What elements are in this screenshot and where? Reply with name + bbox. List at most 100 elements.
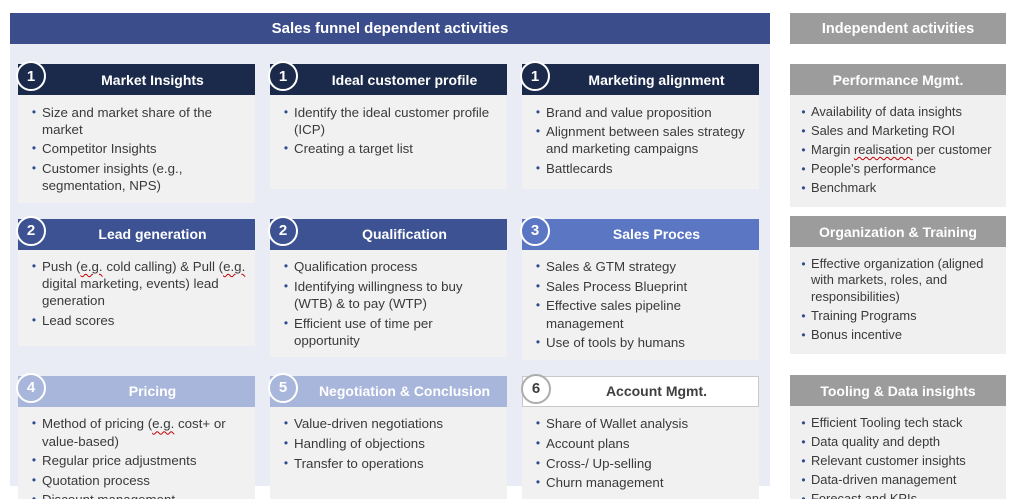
bullet-icon: •: [801, 181, 806, 196]
bullet-icon: •: [31, 453, 37, 468]
list-item: • Bonus incentive: [796, 327, 1002, 344]
activity-box-header: 6 Account Mgmt.: [521, 373, 759, 407]
list-item: • Qualification process: [278, 258, 501, 275]
activity-box: 2 Lead generation • Push (e.g. cold call…: [16, 215, 255, 346]
activity-item-list: • Qualification process • Identifying wi…: [278, 258, 501, 349]
list-item-text: Margin realisation per customer: [811, 141, 992, 157]
list-item: • Relevant customer insights: [796, 453, 1002, 470]
list-item: • Value-driven negotiations: [278, 415, 501, 432]
independent-panel: Independent activities Performance Mgmt.…: [790, 13, 1006, 499]
list-item-text: Effective organization (aligned with mar…: [811, 255, 984, 304]
bullet-icon: •: [283, 104, 289, 119]
list-item-text: Bonus incentive: [811, 327, 903, 343]
step-number-badge: 4: [16, 372, 46, 403]
list-item: • Handling of objections: [278, 435, 501, 452]
list-item-text: Sales and Marketing ROI: [811, 122, 956, 138]
list-item: • Competitor Insights: [26, 140, 249, 157]
bullet-icon: •: [535, 160, 541, 175]
list-item: • Churn management: [530, 474, 753, 491]
list-item-text: Efficient Tooling tech stack: [811, 414, 963, 430]
step-number-badge: 6: [521, 373, 551, 404]
funnel-panel-title: Sales funnel dependent activities: [271, 20, 509, 37]
list-item-text: Identifying willingness to buy (WTB) & t…: [294, 278, 463, 311]
list-item: • Battlecards: [530, 160, 753, 177]
list-item: • Quotation process: [26, 472, 249, 489]
independent-section-header: Performance Mgmt.: [790, 64, 1006, 95]
activity-box-title: Sales Proces: [612, 226, 701, 243]
bullet-icon: •: [801, 328, 806, 343]
step-number-badge: 5: [268, 372, 298, 403]
activity-item-list: • Identify the ideal customer profile (I…: [278, 104, 501, 158]
list-item: • Data-driven management: [796, 472, 1002, 489]
independent-sections: Performance Mgmt. • Availability of data…: [790, 64, 1006, 499]
activity-box-body: • Share of Wallet analysis • Account pla…: [522, 406, 759, 499]
list-item: • Size and market share of the market: [26, 104, 249, 138]
funnel-panel-banner: Sales funnel dependent activities: [10, 13, 770, 44]
bullet-icon: •: [283, 436, 289, 451]
bullet-icon: •: [796, 491, 811, 499]
activity-box-header: 3 Sales Proces: [520, 215, 759, 250]
bullet-icon: •: [535, 455, 541, 470]
activity-item-list: • Method of pricing (e.g. cost+ or value…: [26, 415, 249, 499]
bullet-icon: •: [801, 161, 806, 176]
activity-box-body: • Identify the ideal customer profile (I…: [270, 95, 507, 189]
bullet-icon: •: [801, 256, 806, 271]
bullet-icon: •: [31, 472, 37, 487]
activity-box: 4 Pricing • Method of pricing (e.g. cost…: [16, 372, 255, 499]
list-item-text: Availability of data insights: [811, 103, 962, 119]
bullet-icon: •: [535, 259, 541, 274]
list-item-text: Battlecards: [546, 160, 613, 176]
independent-section: Organization & Training • Effective orga…: [790, 216, 1006, 355]
list-item: • Customer insights (e.g., segmentation,…: [26, 160, 249, 194]
list-item: • Discount management: [26, 491, 249, 499]
list-item: • Method of pricing (e.g. cost+ or value…: [26, 415, 249, 449]
bullet-icon: •: [535, 104, 541, 119]
activity-box-title: Qualification: [362, 226, 447, 243]
bullet-icon: •: [801, 104, 806, 119]
list-item-text: Regular price adjustments: [42, 453, 197, 469]
bullet-icon: •: [801, 454, 806, 469]
step-number-badge: 2: [268, 215, 298, 246]
activity-box-body: • Brand and value proposition • Alignmen…: [522, 95, 759, 189]
spellcheck-underline: e.g.: [223, 259, 246, 275]
bullet-icon: •: [283, 259, 289, 274]
independent-panel-title: Independent activities: [821, 20, 975, 37]
list-item-text: Share of Wallet analysis: [546, 416, 689, 432]
independent-section: Tooling & Data insights • Efficient Tool…: [790, 375, 1006, 499]
bullet-icon: •: [31, 141, 37, 156]
spellcheck-underline: e.g.: [152, 416, 175, 432]
bullet-icon: •: [801, 415, 806, 430]
spellcheck-underline: e.g.: [80, 259, 103, 275]
list-item-text: Effective sales pipeline management: [546, 298, 682, 331]
list-item-text: Value-driven negotiations: [294, 416, 444, 432]
activity-box-body: • Sales & GTM strategy • Sales Process B…: [522, 249, 759, 360]
bullet-icon: •: [535, 416, 541, 431]
bullet-icon: •: [535, 278, 541, 293]
list-item: • Lead scores: [26, 312, 249, 329]
list-item-text: Discount management: [42, 491, 249, 499]
list-item: • People's performance: [796, 161, 1002, 178]
bullet-icon: •: [31, 313, 37, 328]
bullet-icon: •: [26, 491, 42, 499]
list-item: • Availability of data insights: [796, 104, 1002, 121]
activity-item-list: • Value-driven negotiations • Handling o…: [278, 415, 501, 471]
independent-section-header: Tooling & Data insights: [790, 375, 1006, 407]
activity-box-header: 1 Ideal customer profile: [268, 61, 507, 95]
step-number-badge: 2: [16, 215, 46, 246]
activity-item-list: • Sales & GTM strategy • Sales Process B…: [530, 258, 753, 351]
activity-box-header: 1 Marketing alignment: [520, 61, 759, 95]
activity-box: 2 Qualification • Qualification process …: [268, 215, 507, 358]
list-item-text: Forecast and KPIs: [811, 491, 918, 499]
bullet-icon: •: [801, 473, 806, 488]
bullet-icon: •: [283, 315, 289, 330]
list-item: • Efficient use of time per opportunity: [278, 315, 501, 349]
activity-box: 1 Ideal customer profile • Identify the …: [268, 61, 507, 189]
bullet-icon: •: [31, 104, 37, 119]
list-item-text: Account plans: [546, 436, 630, 452]
independent-section-title: Organization & Training: [819, 223, 977, 240]
activity-box-header: 1 Market Insights: [16, 61, 255, 95]
list-item-text: Identify the ideal customer profile (ICP…: [294, 104, 490, 137]
independent-section-title: Performance Mgmt.: [832, 71, 964, 88]
activity-box: 5 Negotiation & Conclusion • Value-drive…: [268, 372, 507, 499]
